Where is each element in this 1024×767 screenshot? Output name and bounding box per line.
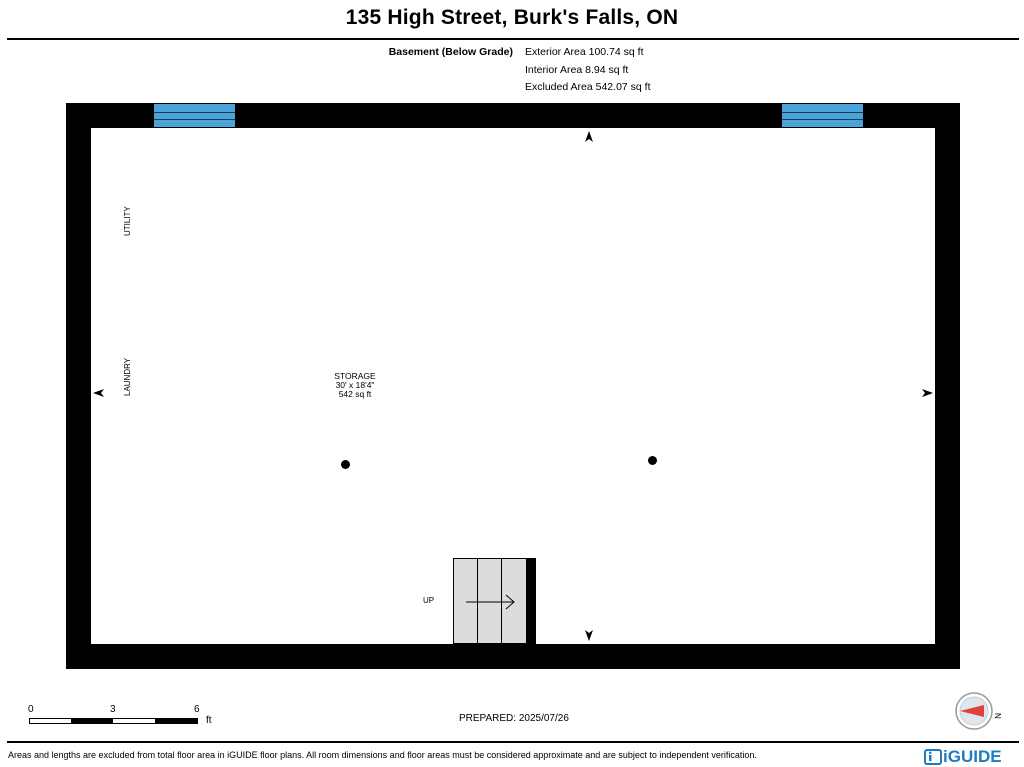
wall-right (935, 103, 960, 669)
wall-left (66, 103, 91, 669)
direction-arrow-icon (585, 630, 593, 641)
scale-tick-3: 3 (110, 704, 116, 715)
stairs-wall (526, 558, 536, 644)
footer-divider (7, 741, 1019, 743)
footer-disclaimer: Areas and lengths are excluded from tota… (8, 750, 757, 760)
interior-area: Interior Area 8.94 sq ft (525, 64, 629, 76)
laundry-label: LAUNDRY (123, 357, 132, 396)
compass-icon: N (955, 692, 1002, 730)
support-post (648, 456, 657, 465)
room-area: 542 sq ft (338, 389, 372, 399)
scale-tick-0: 0 (28, 704, 34, 715)
direction-arrow-icon (585, 131, 593, 142)
floor-plan: UTILITY LAUNDRY STORAGE 30' x 18'4" 542 … (66, 103, 960, 669)
stairs-label: UP (423, 596, 435, 605)
svg-text:N: N (993, 713, 1002, 719)
scale-bar (29, 718, 198, 724)
prepared-date: PREPARED: 2025/07/26 (459, 713, 569, 724)
window-right (782, 103, 863, 128)
window-left (154, 103, 235, 128)
excluded-area: Excluded Area 542.07 sq ft (525, 81, 651, 93)
iguide-logo-icon (924, 749, 942, 765)
direction-arrow-icon (922, 389, 933, 397)
stairs-arrow-icon (466, 594, 515, 610)
direction-arrow-icon (93, 389, 104, 397)
utility-label: UTILITY (123, 206, 132, 236)
scale-tick-6: 6 (194, 704, 200, 715)
level-name: Basement (Below Grade) (388, 46, 513, 58)
stairs (453, 558, 527, 644)
header-divider (7, 38, 1019, 40)
page-title: 135 High Street, Burk's Falls, ON (345, 6, 679, 29)
brand-name: iGUIDE (943, 747, 1002, 766)
support-post (341, 460, 350, 469)
wall-bottom (66, 644, 960, 669)
exterior-area: Exterior Area 100.74 sq ft (525, 46, 644, 58)
room-name: STORAGE (334, 371, 376, 381)
room-storage-label: STORAGE 30' x 18'4" 542 sq ft (315, 372, 395, 399)
room-dimensions: 30' x 18'4" (335, 380, 375, 390)
scale-unit: ft (206, 715, 212, 726)
